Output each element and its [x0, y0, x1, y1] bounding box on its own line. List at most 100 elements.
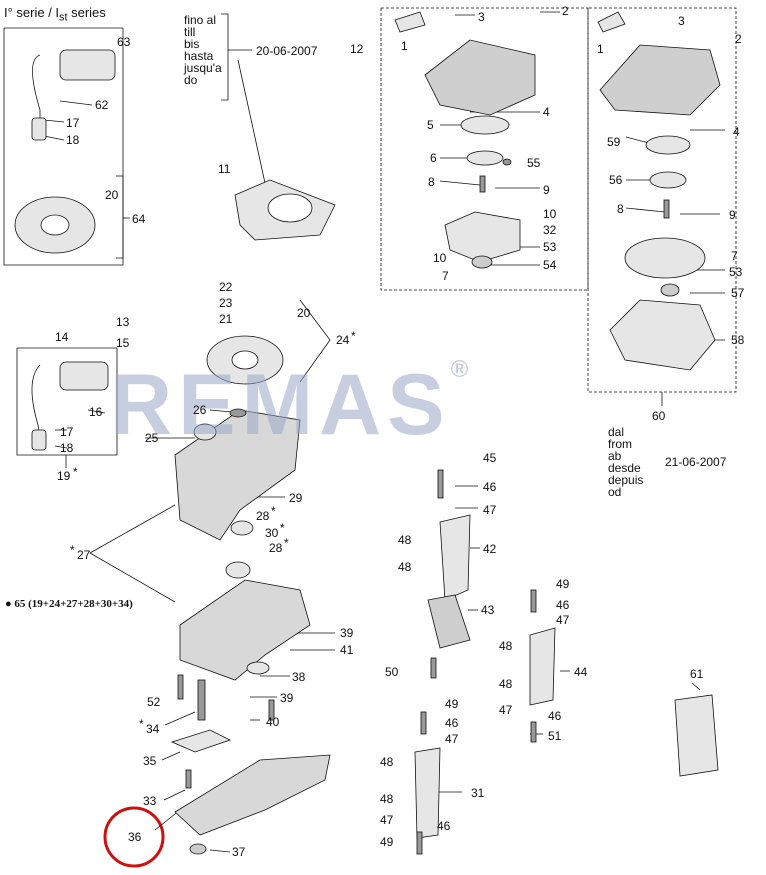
part-label: 11 [218, 162, 231, 176]
part-label: 7 [731, 249, 738, 263]
note-early-line: hasta [184, 49, 214, 63]
part-pulley-56 [649, 171, 687, 189]
watermark-reg: ® [450, 356, 475, 383]
note-early-line: bis [184, 37, 200, 51]
part-label: 2 [735, 32, 742, 46]
part-label: 18 [66, 133, 80, 147]
note-late-lines: dal from ab desde depuis od [608, 426, 643, 498]
part-crankcase-upper [174, 409, 301, 541]
part-label: 19 [57, 469, 71, 483]
part-label: 39 [340, 626, 354, 640]
part-label: 41 [340, 643, 354, 657]
part-label: 47 [380, 813, 394, 827]
part-label: 8 [617, 202, 624, 216]
part-label: 49 [556, 577, 570, 591]
part-label: 21 [219, 312, 233, 326]
part-label: 1 [401, 39, 408, 53]
part-label: 48 [499, 677, 513, 691]
star-marker: * [280, 521, 285, 535]
note-late-line: dal [608, 425, 625, 439]
part-base-36 [174, 754, 331, 836]
part-label: 9 [729, 208, 736, 222]
part-label: 25 [145, 431, 159, 445]
part-label: 13 [116, 315, 130, 329]
part-label: 16 [89, 405, 103, 419]
part-label: 28 [256, 509, 270, 523]
part-pulley-59 [645, 135, 691, 155]
part-label: 44 [574, 665, 588, 679]
star-marker: * [73, 465, 78, 479]
part-cover-53-late [624, 237, 706, 279]
part-label: 39 [280, 691, 294, 705]
series-title-main: I° serie / I [4, 5, 60, 20]
part-label: 18 [60, 441, 74, 455]
part-label: 62 [95, 98, 109, 112]
box-ignition-late [16, 347, 118, 456]
part-cover-53-early [444, 211, 521, 263]
part-coil-late [59, 361, 109, 391]
part-label: 59 [607, 135, 621, 149]
series-title-sub: st [59, 11, 68, 24]
part-label: 17 [60, 425, 74, 439]
part-label: 12 [350, 42, 364, 56]
part-label: 29 [289, 491, 303, 505]
part-label: 22 [219, 280, 233, 294]
part-starter-housing-late [599, 44, 721, 116]
star-marker: * [284, 536, 289, 550]
part-guard-58 [609, 299, 716, 371]
part-label: 46 [556, 598, 570, 612]
part-label: 20 [297, 306, 311, 320]
bracket-24 [299, 299, 331, 383]
part-label: 3 [478, 10, 485, 24]
part-label: 3 [678, 14, 685, 28]
part-label: 48 [398, 560, 412, 574]
part-coil-early [59, 49, 116, 81]
part-bracket-42 [439, 514, 471, 601]
series-title: I° serie / Ist series [4, 5, 106, 24]
part-label: 34 [146, 722, 160, 736]
part-label: 4 [733, 125, 740, 139]
part-label: 47 [556, 613, 570, 627]
part-label: 10 [433, 251, 447, 265]
note-early-lines: fino al till bis hasta jusqu'a do [184, 14, 222, 86]
part-label: 50 [385, 665, 399, 679]
part-label: 23 [219, 296, 233, 310]
part-label: 47 [499, 703, 513, 717]
part-label: 43 [481, 603, 495, 617]
part-label: 48 [380, 792, 394, 806]
part-label: 53 [543, 240, 557, 254]
part-label: 46 [548, 709, 562, 723]
part-label: 55 [527, 156, 541, 170]
part-label: 54 [543, 258, 557, 272]
part-label: 48 [380, 755, 394, 769]
part-label: 60 [652, 409, 666, 423]
part-label: 49 [380, 835, 394, 849]
note-late-date: 21-06-2007 [665, 455, 727, 469]
part-label: 20 [105, 188, 119, 202]
part-label: 56 [609, 173, 623, 187]
kit-formula: ● 65 (19+24+27+28+30+34) [5, 598, 133, 610]
bracket-64 [116, 175, 124, 259]
part-pulley-6 [466, 150, 504, 166]
part-label: 46 [445, 716, 459, 730]
part-label: 17 [66, 116, 80, 130]
part-label: 58 [731, 333, 745, 347]
part-label: 2 [562, 4, 569, 18]
part-crankcase-lower [179, 579, 311, 681]
part-label: 26 [193, 403, 207, 417]
part-label: 14 [55, 330, 69, 344]
part-label: 40 [266, 715, 280, 729]
part-label: 32 [543, 223, 557, 237]
part-label: 33 [143, 794, 157, 808]
part-label: 63 [117, 35, 131, 49]
note-early-line: do [184, 73, 198, 87]
note-early-line: till [184, 25, 196, 39]
part-label: 1 [597, 42, 604, 56]
part-label: 64 [132, 212, 146, 226]
note-early-line: jusqu'a [184, 61, 222, 75]
part-cover-43 [427, 594, 471, 649]
part-label: 46 [437, 819, 451, 833]
part-label: 47 [445, 732, 459, 746]
